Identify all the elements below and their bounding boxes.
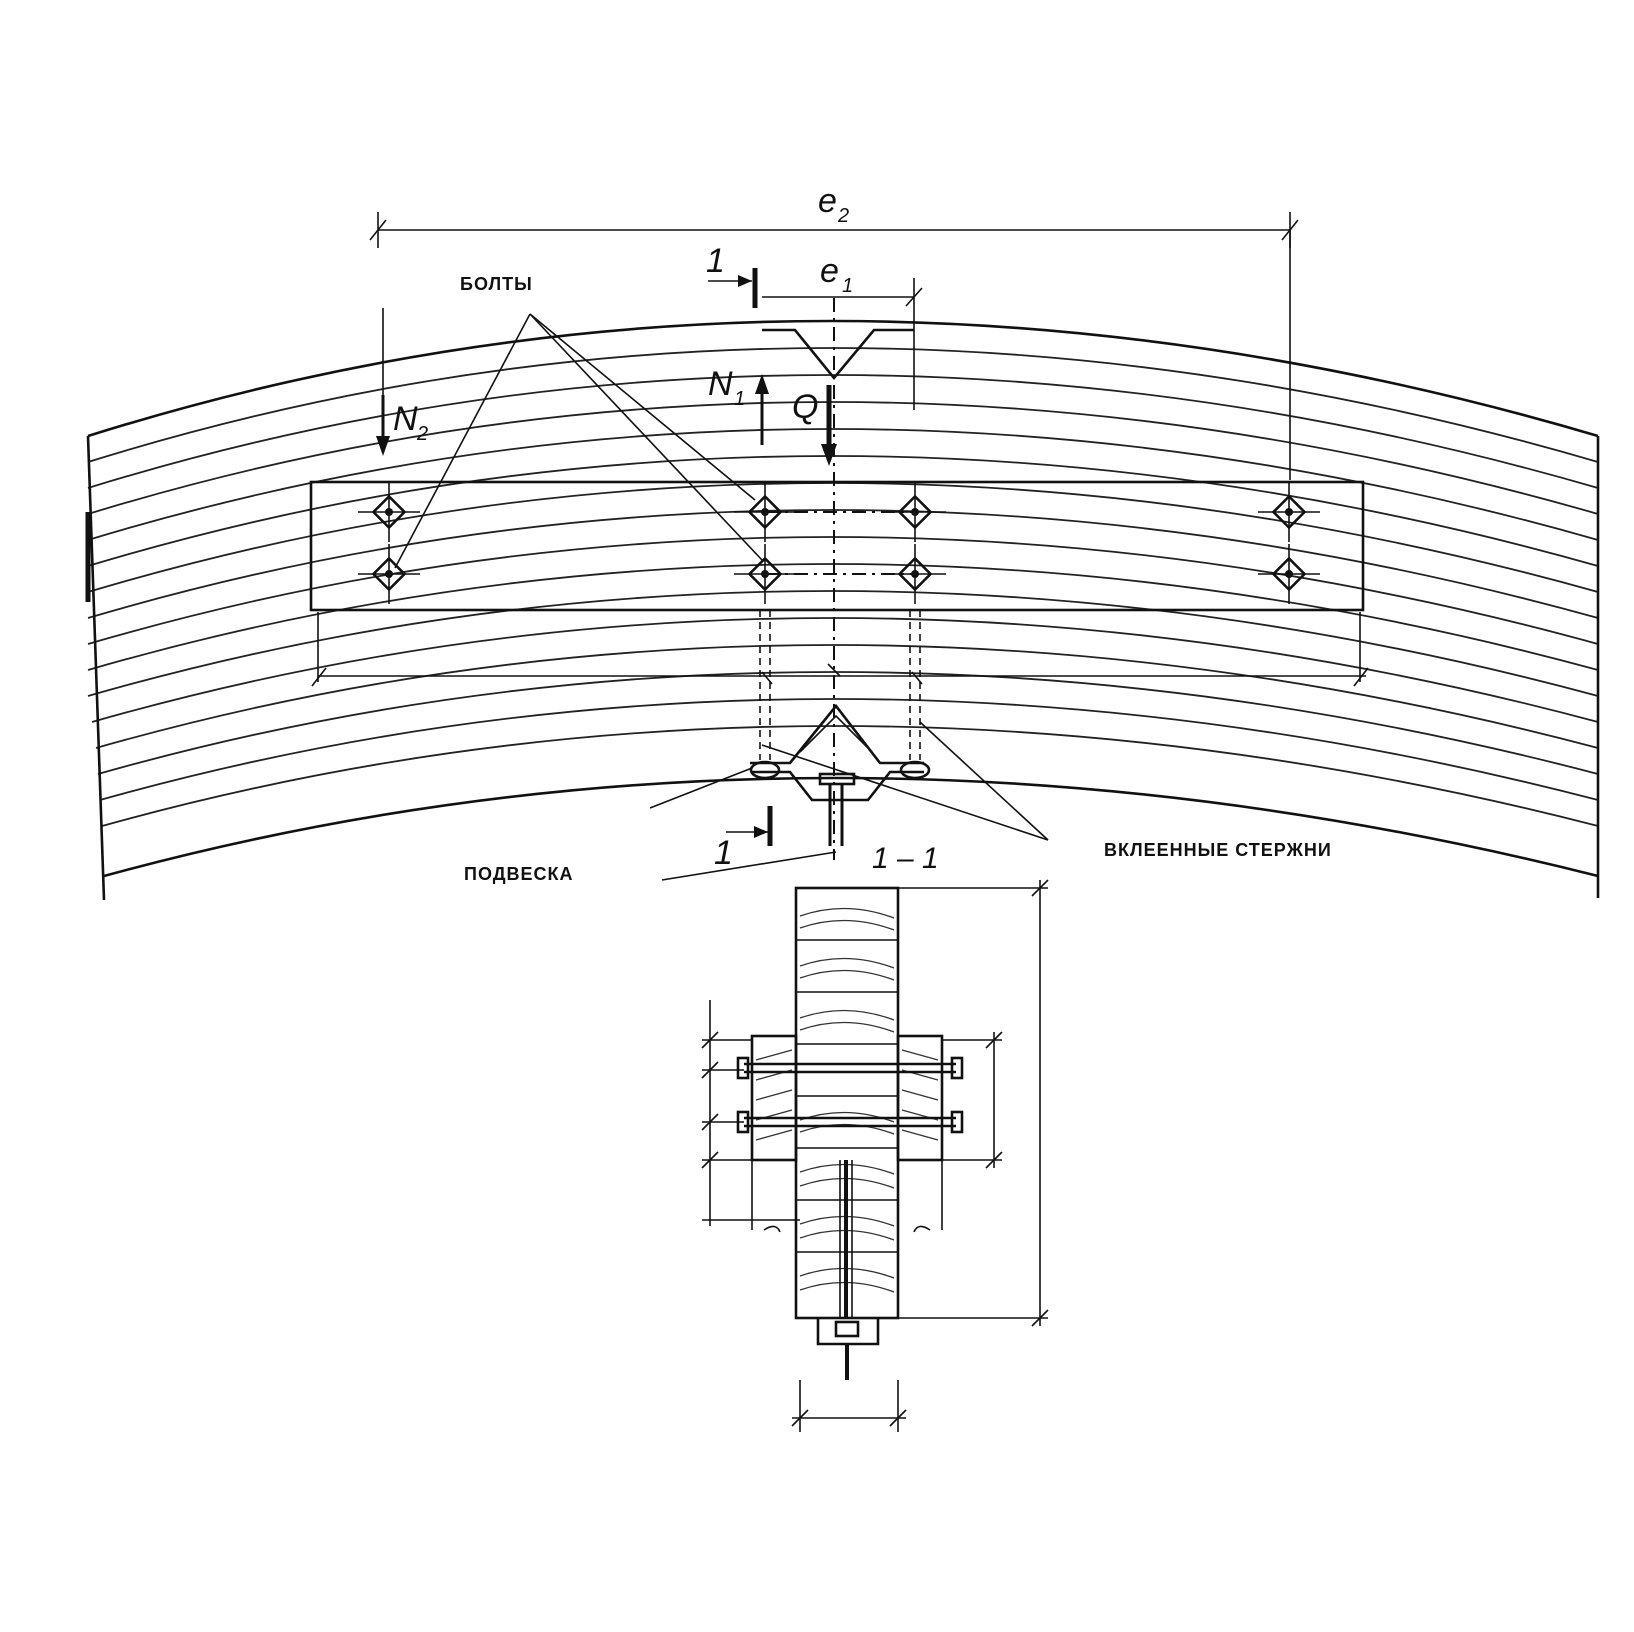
side-plate — [309, 480, 1369, 687]
dimension-e1: e 1 — [762, 252, 923, 410]
section-mark-bottom: 1 — [714, 834, 733, 872]
hanger-label: ПОДВЕСКА — [464, 864, 574, 884]
bolts-label: БОЛТЫ — [460, 274, 533, 294]
section-mark-top: 1 — [706, 242, 725, 280]
glued-rods-label: ВКЛЕЕННЫЕ СТЕРЖНИ — [1104, 840, 1332, 860]
force-n2: N 2 — [376, 395, 428, 456]
bolt — [1258, 544, 1320, 604]
n2-subscript: 2 — [416, 423, 428, 445]
hanger-leader — [649, 767, 837, 881]
e2-subscript: 2 — [837, 205, 849, 227]
bolts-group — [358, 482, 1320, 604]
e1-symbol: e — [820, 252, 839, 290]
bolt — [1258, 482, 1320, 542]
force-n1: N 1 — [708, 365, 769, 445]
n2-symbol: N — [393, 400, 418, 438]
force-q: Q — [792, 385, 837, 466]
section-cut-marker-top: 1 — [706, 242, 758, 308]
e2-symbol: e — [818, 182, 837, 220]
bolt — [358, 482, 420, 542]
dimension-e2: e 2 — [369, 182, 1299, 480]
n1-symbol: N — [708, 365, 733, 403]
glued-rods — [759, 610, 923, 760]
section-title: 1 – 1 — [872, 842, 939, 875]
n1-subscript: 1 — [734, 388, 745, 410]
bolts-leaders — [394, 313, 763, 569]
bolt — [358, 544, 420, 604]
glued-rods-leaders — [761, 721, 1049, 841]
top-notch — [762, 298, 914, 860]
q-symbol: Q — [792, 388, 818, 426]
section-1-1 — [701, 879, 1049, 1432]
e1-subscript: 1 — [842, 275, 853, 297]
hanger-assembly — [749, 703, 931, 846]
section-cut-marker-bottom: 1 — [714, 806, 773, 872]
laminated-beam — [85, 319, 1600, 901]
